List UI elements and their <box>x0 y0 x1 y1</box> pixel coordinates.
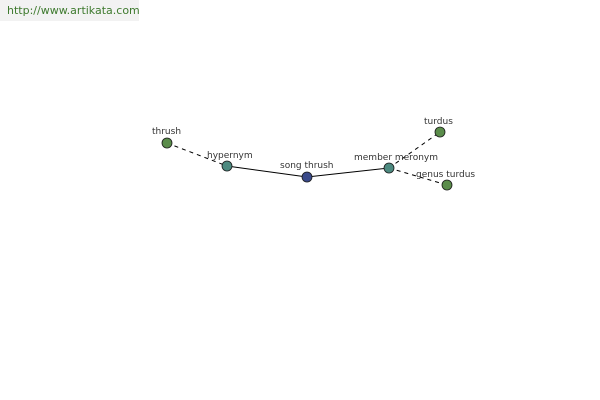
node-song-thrush-dot[interactable] <box>301 171 313 183</box>
graph-nodes: thrush hypernym song thrush member meron… <box>152 117 475 191</box>
node-member-meronym-label[interactable]: member meronym <box>354 153 438 163</box>
node-turdus-label[interactable]: turdus <box>424 117 453 127</box>
node-turdus[interactable]: turdus <box>424 117 453 138</box>
node-thrush[interactable]: thrush <box>152 127 181 149</box>
node-song-thrush[interactable]: song thrush <box>280 161 334 183</box>
edge-thrush-hypernym <box>166 142 228 167</box>
node-member-meronym[interactable]: member meronym <box>354 153 438 174</box>
node-genus-turdus-dot[interactable] <box>441 179 453 191</box>
node-member-meronym-dot[interactable] <box>383 162 395 174</box>
edge-meronym-genus-turdus <box>388 167 448 186</box>
artikata-link[interactable]: http://www.artikata.com <box>0 0 140 21</box>
edge-meronym-turdus <box>388 131 441 169</box>
node-hypernym[interactable]: hypernym <box>207 151 253 172</box>
node-song-thrush-label[interactable]: song thrush <box>280 161 334 171</box>
node-hypernym-dot[interactable] <box>221 160 233 172</box>
node-genus-turdus-label[interactable]: genus turdus <box>416 170 475 180</box>
node-hypernym-label[interactable]: hypernym <box>207 151 253 161</box>
node-thrush-dot[interactable] <box>161 137 173 149</box>
node-thrush-label[interactable]: thrush <box>152 127 181 137</box>
node-genus-turdus[interactable]: genus turdus <box>416 170 475 191</box>
node-turdus-dot[interactable] <box>434 126 446 138</box>
edge-hypernym-center <box>226 165 308 178</box>
graph-edges <box>166 131 448 186</box>
edge-center-meronym <box>306 167 390 178</box>
